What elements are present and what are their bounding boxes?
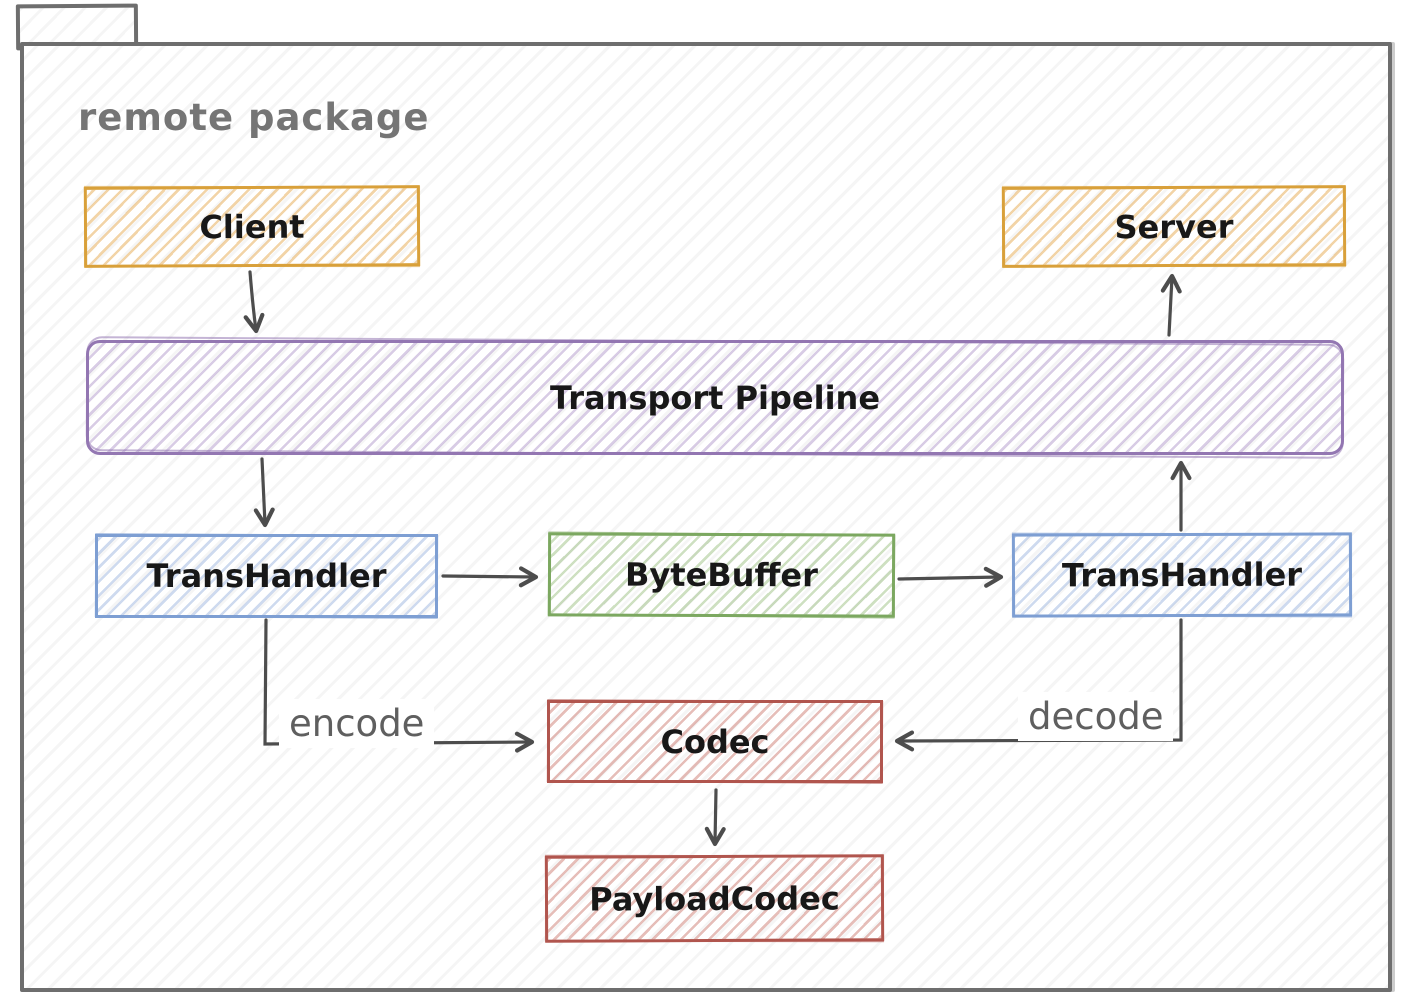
node-label: ByteBuffer [625,555,818,595]
node-payloadcodec: PayloadCodec [544,854,885,943]
node-transhandler-left: TransHandler [95,534,438,618]
node-label: Client [199,207,305,246]
edge-label-encode: encode [279,699,435,748]
node-label: PayloadCodec [589,878,840,919]
package-title: remote package [78,96,430,139]
node-label: Codec [660,722,770,761]
node-label: Server [1114,207,1234,246]
node-transport-pipeline: Transport Pipeline [86,340,1344,455]
node-label: Transport Pipeline [549,378,881,417]
node-server: Server [1001,185,1347,268]
node-bytebuffer: ByteBuffer [547,532,896,618]
node-codec: Codec [547,700,883,783]
node-transhandler-right: TransHandler [1011,532,1353,618]
package-frame [20,42,1392,992]
node-label: TransHandler [1061,555,1303,595]
node-label: TransHandler [146,557,387,595]
node-client: Client [83,185,421,268]
edge-label-decode: decode [1018,692,1174,741]
